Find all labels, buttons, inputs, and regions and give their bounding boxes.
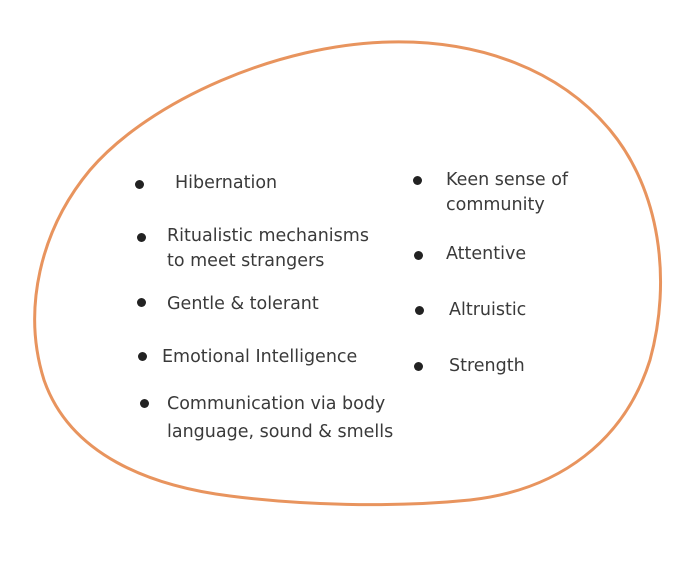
item-text: Strength	[449, 356, 525, 376]
item-text: Attentive	[446, 244, 527, 264]
list-item-communication: Communication via body language, sound &…	[167, 392, 393, 445]
list-item-keen-sense: Keen sense of community	[446, 168, 568, 218]
bullet	[413, 176, 422, 185]
item-text: Hibernation	[175, 173, 278, 193]
item-text: Altruistic	[449, 300, 527, 320]
list-item-strength: Strength	[449, 354, 525, 379]
list-item-attentive: Attentive	[446, 242, 526, 267]
bullet	[415, 306, 424, 315]
item-text-line-2: language, sound & smells	[167, 422, 394, 442]
list-item-altruistic: Altruistic	[449, 298, 526, 323]
item-text-line-1: Ritualistic mechanisms	[167, 226, 369, 246]
bullet	[414, 251, 423, 260]
bullet	[140, 399, 149, 408]
item-text-line-2: community	[446, 195, 545, 215]
item-text-line-1: Communication via body	[167, 394, 386, 414]
list-item-ritualistic: Ritualistic mechanisms to meet strangers	[167, 224, 369, 274]
bullet	[414, 362, 423, 371]
bullet	[137, 298, 146, 307]
bullet	[135, 180, 144, 189]
item-text: Emotional Intelligence	[162, 347, 358, 367]
item-text-line-1: Keen sense of	[446, 170, 569, 190]
list-item-gentle: Gentle & tolerant	[167, 292, 319, 317]
item-text-line-2: to meet strangers	[167, 251, 325, 271]
bullet	[138, 352, 147, 361]
blob-shape	[33, 40, 663, 507]
item-text: Gentle & tolerant	[167, 294, 319, 314]
bullet	[137, 233, 146, 242]
list-item-emotional: Emotional Intelligence	[162, 345, 357, 370]
list-item-hibernation: Hibernation	[175, 171, 277, 196]
